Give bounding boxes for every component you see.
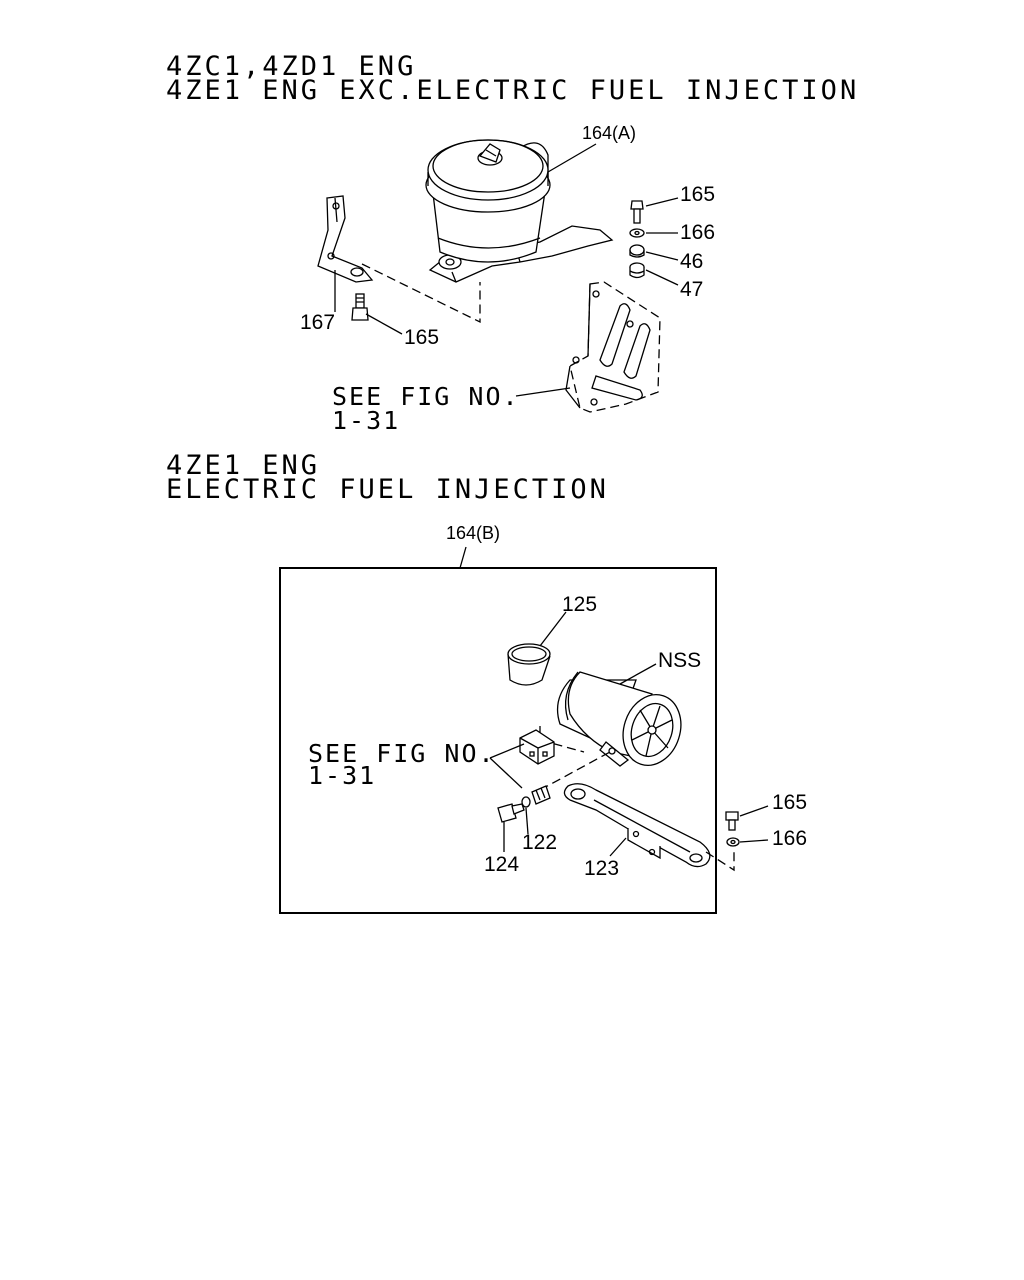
callout-166-box-b: 166 — [772, 827, 807, 850]
bracket-167 — [317, 195, 374, 283]
section-b-heading-line1: 4ZE1 ENG — [166, 450, 320, 481]
callout-122: 122 — [522, 831, 557, 854]
callout-123: 123 — [584, 857, 619, 880]
callout-164b: 164(B) — [446, 523, 500, 543]
bracket-123 — [563, 783, 711, 868]
section-a-heading-line1: 4ZC1,4ZD1 ENG — [166, 51, 416, 82]
grommet-47 — [629, 262, 645, 279]
bracket-see-fig-a — [565, 281, 661, 413]
callout-165-right: 165 — [680, 183, 715, 206]
bolt-165-upper-right — [630, 200, 644, 224]
callout-164a: 164(A) — [582, 123, 636, 143]
see-fig-b-line2: 1-31 — [308, 761, 376, 790]
callout-166-right: 166 — [680, 221, 715, 244]
bolt-165-lower-left — [351, 293, 369, 321]
callout-124: 124 — [484, 853, 519, 876]
nut-46 — [629, 244, 645, 258]
assembly-164b-frame — [279, 567, 717, 914]
callout-46: 46 — [680, 250, 703, 273]
bolt-124 — [497, 803, 525, 823]
air-cleaner-assembly-a — [425, 139, 614, 283]
see-fig-b-line1: SEE FIG NO. — [308, 739, 496, 768]
see-fig-a-line1: SEE FIG NO. — [332, 382, 520, 411]
section-a-heading-line2: 4ZE1 ENG EXC.ELECTRIC FUEL INJECTION — [166, 75, 859, 106]
callout-167: 167 — [300, 311, 335, 334]
callout-47: 47 — [680, 278, 703, 301]
fitting-122 — [521, 785, 551, 808]
connector-see-fig-b — [519, 726, 585, 765]
washer-166-right — [629, 228, 645, 238]
see-fig-a-line2: 1-31 — [332, 406, 400, 435]
bolt-165-box-b — [725, 811, 739, 831]
callout-165-box-b: 165 — [772, 791, 807, 814]
section-b-heading-line2: ELECTRIC FUEL INJECTION — [166, 474, 609, 505]
washer-166-box-b — [726, 837, 740, 847]
sleeve-125 — [507, 643, 551, 686]
callout-165-left: 165 — [404, 326, 439, 349]
callout-nss: NSS — [658, 649, 701, 672]
callout-125: 125 — [562, 593, 597, 616]
filter-nss — [556, 671, 682, 767]
